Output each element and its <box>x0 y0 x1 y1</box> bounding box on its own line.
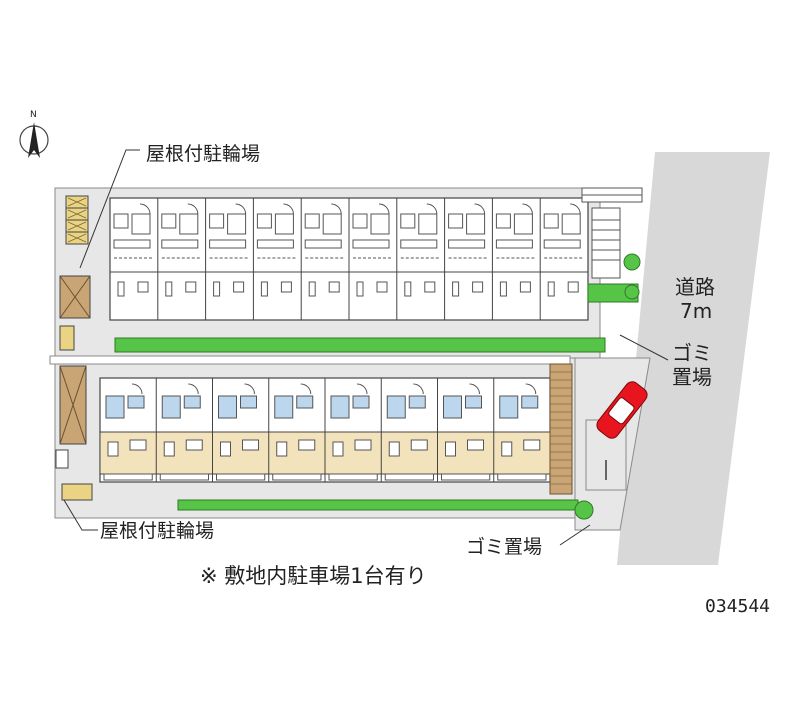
unit-south <box>380 378 434 482</box>
north-arrow-icon: N <box>19 110 49 158</box>
garbage-right-label-2: 置場 <box>672 365 712 389</box>
bike-parking-top <box>59 195 91 351</box>
lawn-strip-south <box>177 499 579 511</box>
bike-parking-bottom-label: 屋根付駐輪場 <box>100 520 214 542</box>
unit-south <box>268 378 322 482</box>
property-code: 034544 <box>705 596 770 617</box>
unit-north <box>205 198 250 320</box>
bike-parking-bottom <box>55 365 93 501</box>
garbage-right-label-1: ゴミ <box>672 341 712 365</box>
south-building <box>99 363 573 495</box>
unit-south <box>155 378 209 482</box>
unit-north <box>252 198 298 320</box>
unit-north <box>396 198 441 320</box>
unit-north <box>300 198 345 320</box>
unit-south <box>437 378 491 482</box>
road-name-label: 道路 <box>675 275 715 299</box>
unit-north <box>539 198 584 320</box>
unit-north <box>348 198 393 320</box>
bike-parking-top-label: 屋根付駐輪場 <box>146 143 260 165</box>
garbage-bottom-label: ゴミ置場 <box>466 536 542 558</box>
unit-south <box>212 378 266 482</box>
unit-north <box>491 198 537 320</box>
car-icon <box>596 381 648 439</box>
unit-north <box>157 198 202 320</box>
lawn-strip-north <box>114 337 606 353</box>
road <box>617 152 770 565</box>
compass-north-label: N <box>30 110 37 120</box>
unit-north <box>109 198 154 320</box>
unit-north <box>444 198 489 320</box>
unit-south <box>99 378 153 482</box>
parking-note: ※ 敷地内駐車場1台有り <box>200 564 427 588</box>
road-width-label: 7m <box>680 299 712 323</box>
stair-and-trees <box>581 187 643 303</box>
tree-south <box>574 500 594 520</box>
north-building <box>109 197 589 321</box>
leader-lines <box>63 149 669 546</box>
unit-south <box>493 378 547 482</box>
unit-south <box>324 378 378 482</box>
